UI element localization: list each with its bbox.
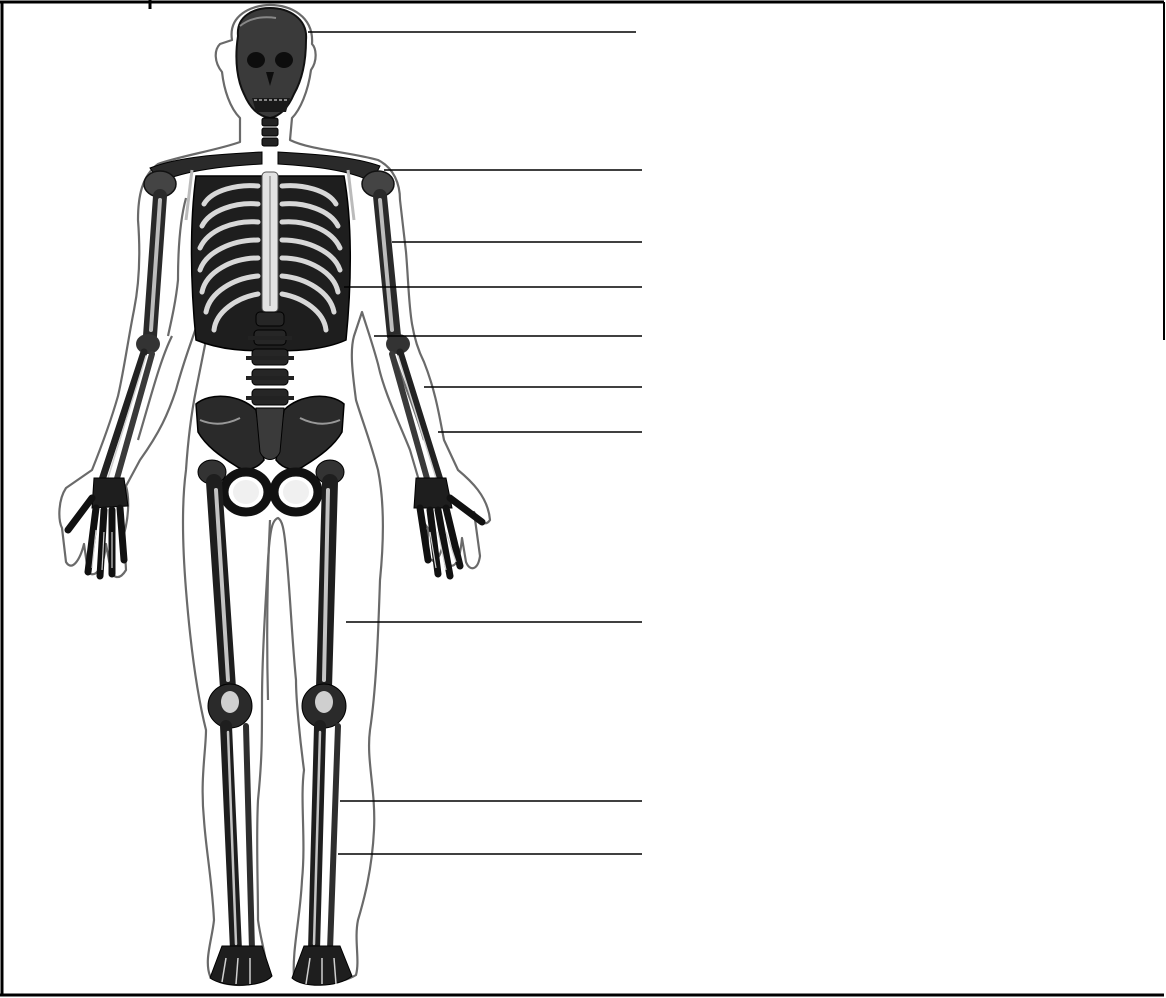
foot-bones: [210, 946, 352, 985]
cervical-spine: [262, 118, 278, 146]
skull: [236, 8, 306, 118]
leg-bones: [208, 482, 346, 950]
